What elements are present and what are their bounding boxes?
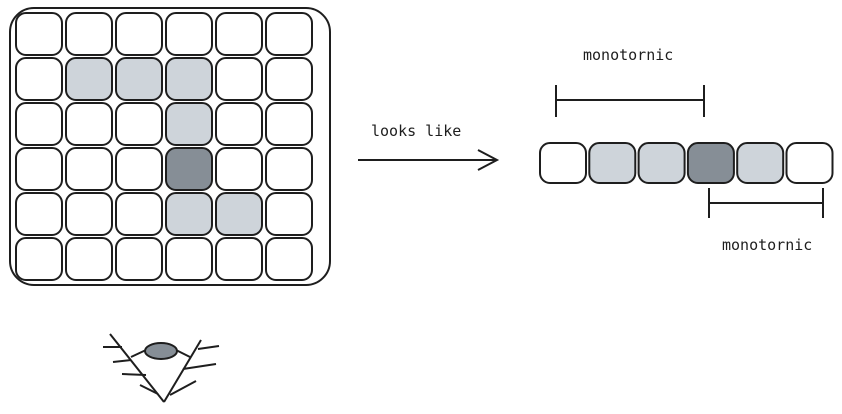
grid-cell-5-0-empty [15, 237, 63, 281]
grid-cell-3-0-empty [15, 147, 63, 191]
grid-cell-2-3-light [165, 102, 213, 146]
strip-cell-3-dark [686, 142, 735, 184]
grid-cell-0-0-empty [15, 12, 63, 56]
bottom-bracket-label: monotornic [722, 236, 812, 254]
strip-cell-2-light [637, 142, 686, 184]
grid-cell-2-4-empty [215, 102, 263, 146]
grid-cell-0-5-empty [265, 12, 313, 56]
grid-cell-1-1-light [65, 57, 113, 101]
grid [15, 12, 313, 281]
top-bracket [555, 85, 705, 117]
grid-cell-2-0-empty [15, 102, 63, 146]
grid-cell-4-4-light [215, 192, 263, 236]
grid-cell-3-3-dark [165, 147, 213, 191]
grid-cell-1-0-empty [15, 57, 63, 101]
grid-cell-2-1-empty [65, 102, 113, 146]
grid-cell-0-1-empty [65, 12, 113, 56]
arrow-head [477, 149, 500, 171]
grid-cell-2-5-empty [265, 102, 313, 146]
strip-cell-5-empty [785, 142, 834, 184]
strip-cell-0-empty [539, 142, 587, 184]
top-bracket-label: monotornic [583, 46, 673, 64]
strip-cell-1-light [588, 142, 637, 184]
arrow-label: looks like [371, 122, 461, 140]
sequence-strip [539, 142, 834, 184]
grid-cell-0-3-empty [165, 12, 213, 56]
grid-cell-5-4-empty [215, 237, 263, 281]
grid-cell-4-5-empty [265, 192, 313, 236]
grid-cell-1-5-empty [265, 57, 313, 101]
grid-cell-1-3-light [165, 57, 213, 101]
bottom-bracket [708, 188, 824, 218]
grid-cell-0-2-empty [115, 12, 163, 56]
grid-cell-3-2-empty [115, 147, 163, 191]
grid-cell-5-5-empty [265, 237, 313, 281]
grid-cell-0-4-empty [215, 12, 263, 56]
grid-cell-4-3-light [165, 192, 213, 236]
grid-cell-3-1-empty [65, 147, 113, 191]
grid-cell-4-2-empty [115, 192, 163, 236]
grid-cell-5-2-empty [115, 237, 163, 281]
eye-icon [103, 333, 220, 403]
grid-cell-5-3-empty [165, 237, 213, 281]
grid-cell-3-4-empty [215, 147, 263, 191]
grid-cell-5-1-empty [65, 237, 113, 281]
grid-cell-2-2-empty [115, 102, 163, 146]
grid-cell-4-1-empty [65, 192, 113, 236]
grid-cell-3-5-empty [265, 147, 313, 191]
grid-cell-4-0-empty [15, 192, 63, 236]
grid-cell-1-4-empty [215, 57, 263, 101]
grid-cell-1-2-light [115, 57, 163, 101]
strip-cell-4-light [736, 142, 785, 184]
